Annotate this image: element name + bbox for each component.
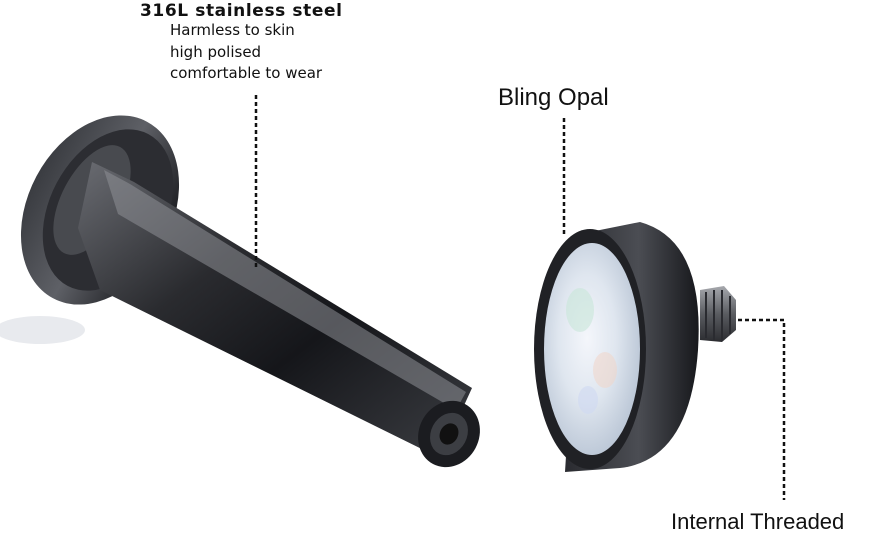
feature-comfortable: comfortable to wear bbox=[170, 64, 323, 82]
thread-label: Internal Threaded bbox=[671, 509, 845, 534]
leader-lines bbox=[254, 95, 786, 500]
material-title: 316L stainless steel bbox=[140, 1, 343, 21]
opal-stone bbox=[544, 243, 640, 455]
reflection-highlight bbox=[0, 316, 85, 344]
threaded-post bbox=[700, 286, 736, 342]
feature-polished: high polised bbox=[170, 43, 262, 61]
opal-label: Bling Opal bbox=[498, 84, 609, 111]
opal-top bbox=[534, 222, 736, 472]
feature-harmless: Harmless to skin bbox=[170, 21, 295, 39]
leader-line-thread bbox=[738, 318, 786, 500]
labret-shaft bbox=[78, 162, 480, 468]
